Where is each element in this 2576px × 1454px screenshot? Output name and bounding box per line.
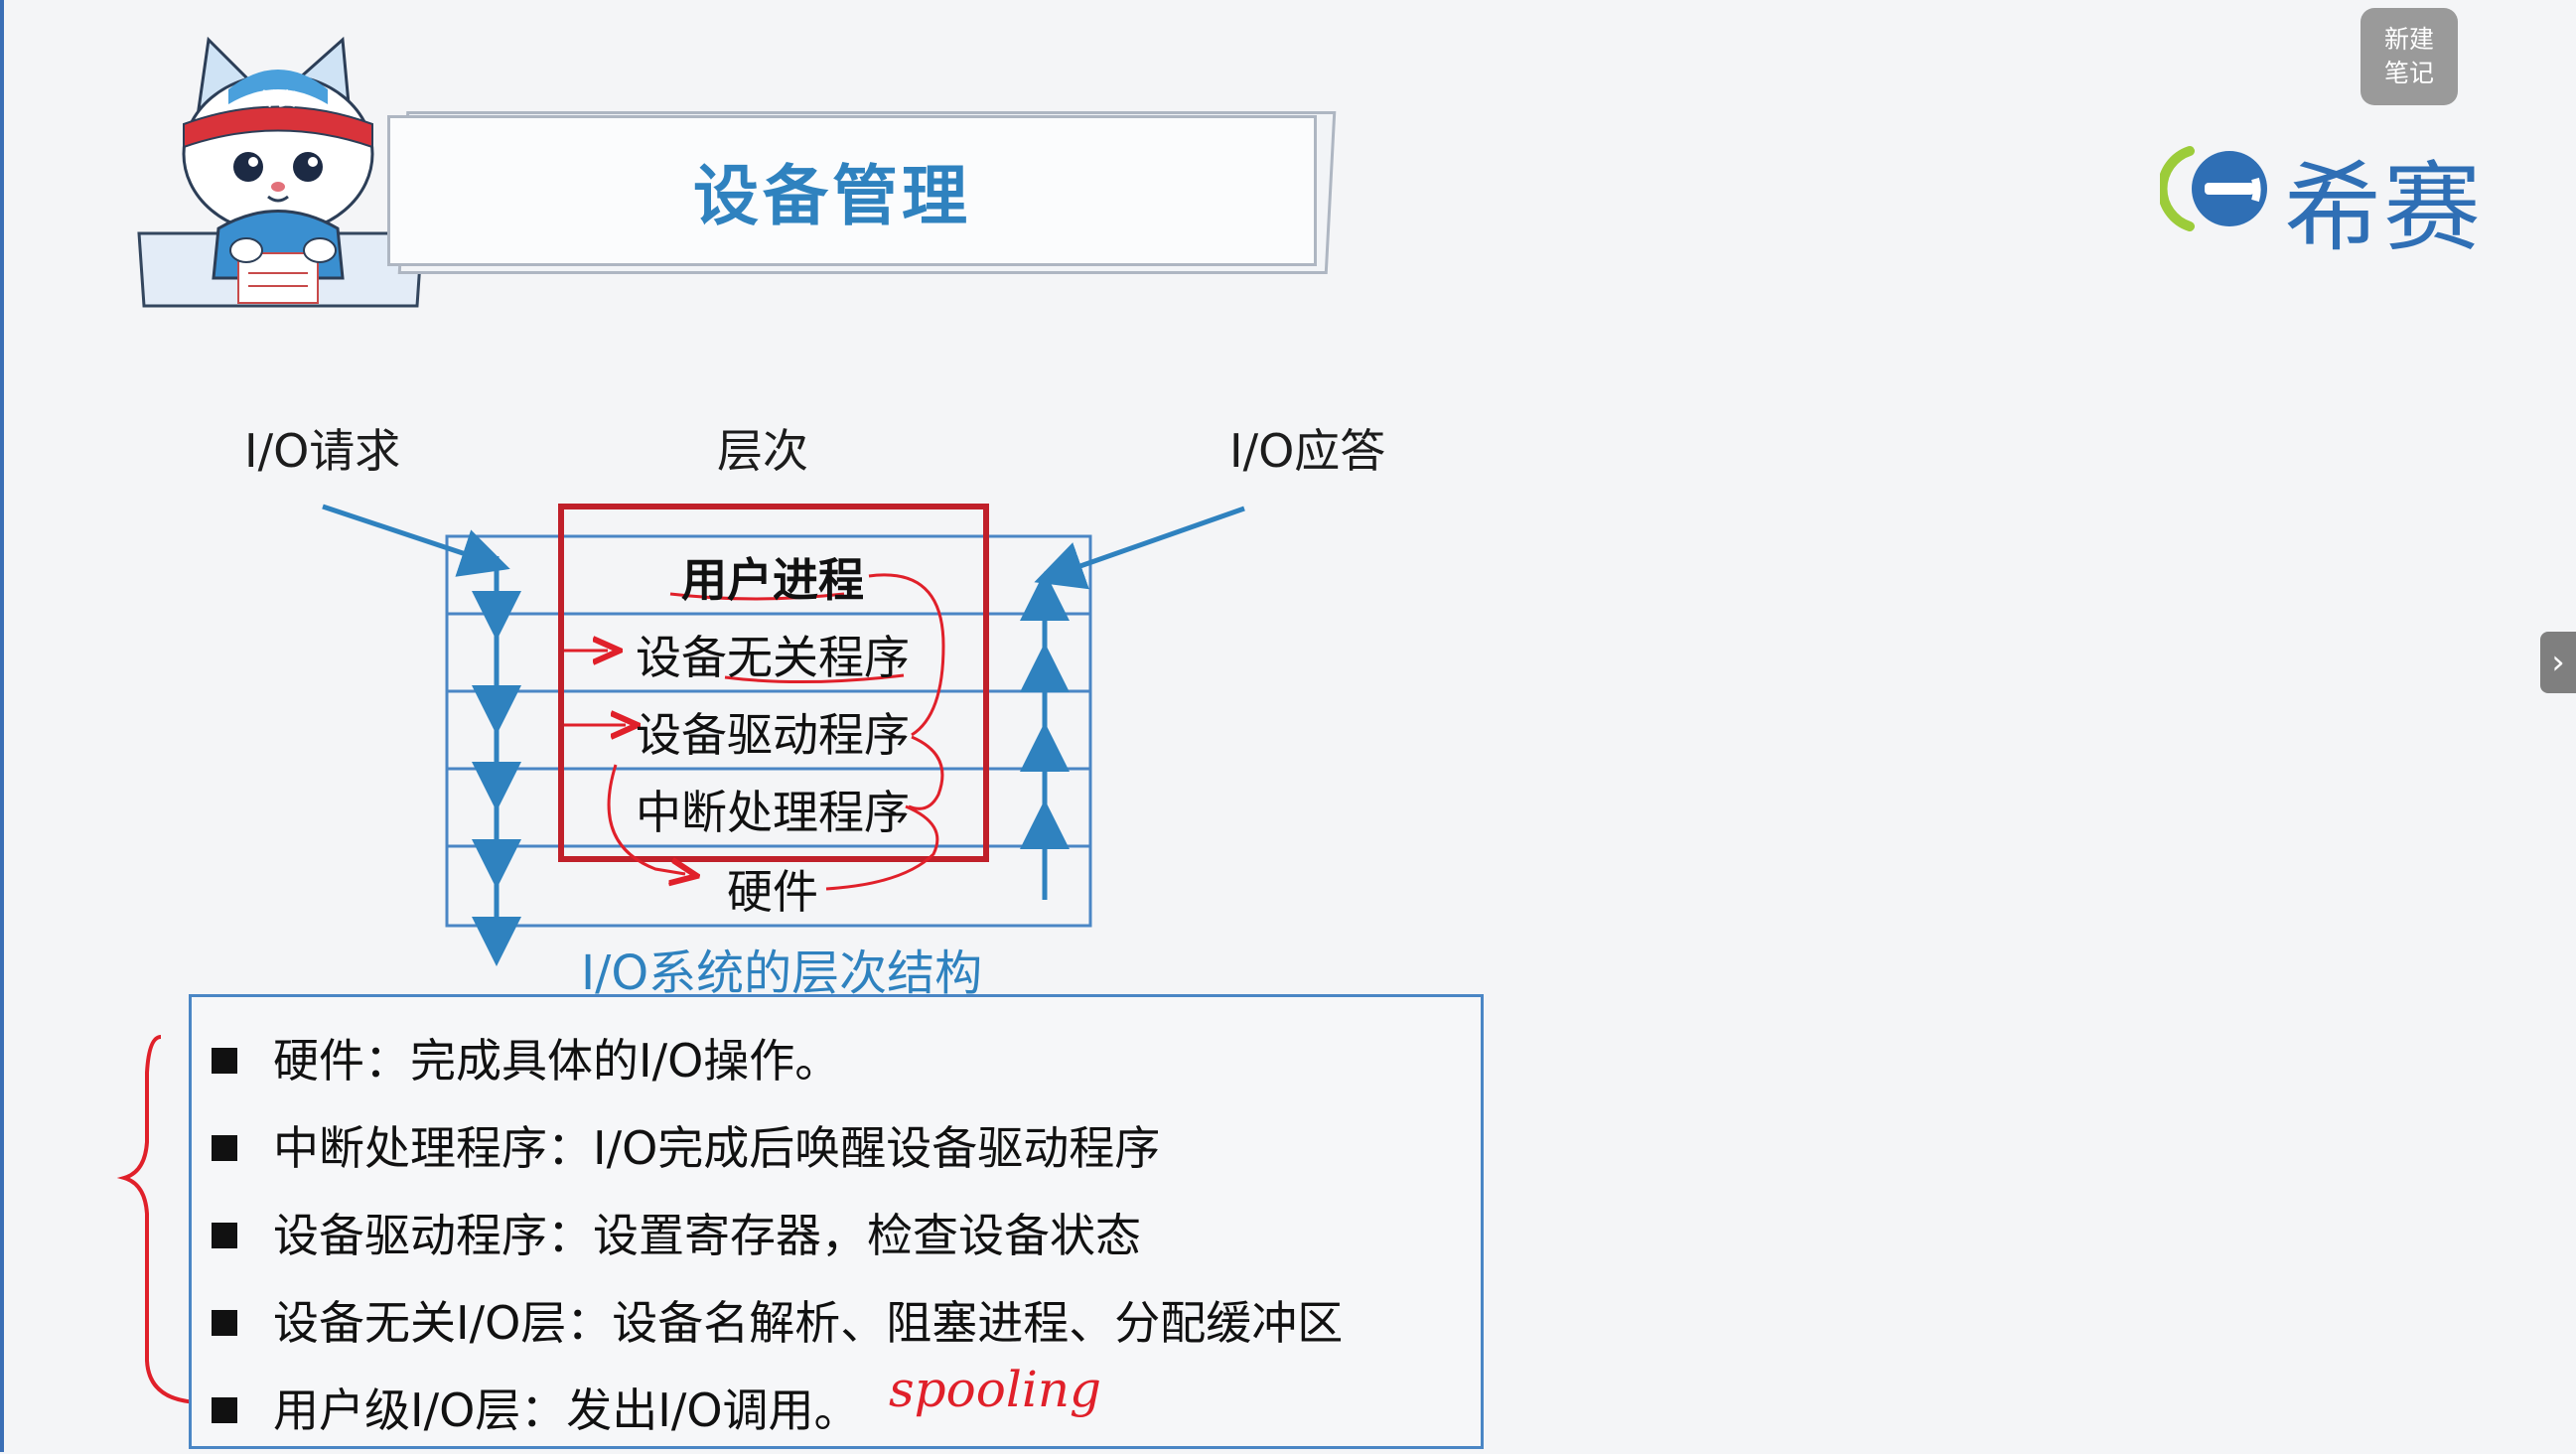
brand-logo-text: 希赛 (2284, 152, 2484, 265)
layer-user-process: 用户进程 (681, 553, 864, 607)
description-list: 硬件：完成具体的I/O操作。 中断处理程序：I/O完成后唤醒设备驱动程序 设备驱… (212, 1017, 1343, 1454)
handwritten-annotation: spooling (889, 1361, 1102, 1418)
layer-header-label: 层次 (717, 424, 808, 478)
bullet-square-icon (212, 1223, 237, 1248)
mascot-headband-text: 希赛 (260, 89, 296, 110)
bullet-square-icon (212, 1397, 237, 1423)
brand-logo-icon (2160, 146, 2267, 231)
layer-description-box: 硬件：完成具体的I/O操作。 中断处理程序：I/O完成后唤醒设备驱动程序 设备驱… (189, 994, 1484, 1449)
list-item: 硬件：完成具体的I/O操作。 (212, 1017, 1343, 1104)
list-item: 中断处理程序：I/O完成后唤醒设备驱动程序 (212, 1104, 1343, 1192)
chevron-right-icon: › (2551, 643, 2565, 682)
page-title: 设备管理 (693, 158, 971, 234)
list-item: 用户级I/O层：发出I/O调用。 (212, 1367, 1343, 1454)
bullet-square-icon (212, 1048, 237, 1074)
diagram-caption: I/O系统的层次结构 (581, 945, 983, 1001)
layer-interrupt-handler: 中断处理程序 (636, 786, 910, 839)
new-note-label-line2: 笔记 (2383, 59, 2434, 87)
io-response-label: I/O应答 (1229, 424, 1386, 478)
left-accent-rule (0, 0, 4, 1452)
io-request-label: I/O请求 (244, 424, 401, 478)
list-item: 设备驱动程序：设置寄存器，检查设备状态 (212, 1192, 1343, 1279)
layer-device-driver: 设备驱动程序 (636, 708, 910, 762)
new-note-button[interactable]: 新建 笔记 (2361, 8, 2458, 105)
title-banner: 设备管理 (387, 115, 1317, 266)
layer-hardware: 硬件 (727, 865, 818, 919)
side-panel-expand-button[interactable]: › (2540, 632, 2576, 693)
mascot-cat-illustration (137, 36, 424, 308)
layer-device-independent: 设备无关程序 (636, 631, 910, 684)
bullet-square-icon (212, 1310, 237, 1336)
list-item: 设备无关I/O层：设备名解析、阻塞进程、分配缓冲区 (212, 1279, 1343, 1367)
bullet-square-icon (212, 1135, 237, 1161)
new-note-label-line1: 新建 (2383, 25, 2434, 54)
